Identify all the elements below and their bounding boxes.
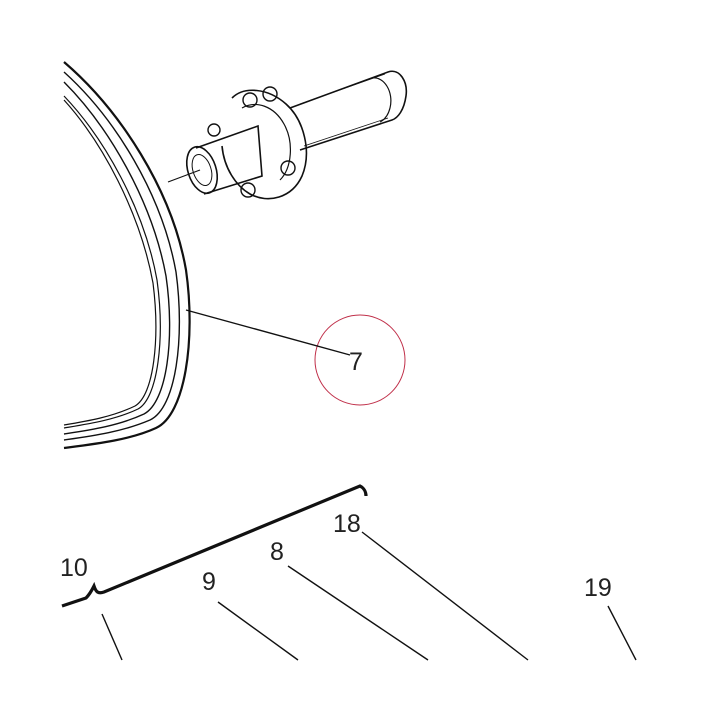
flat-strip-part <box>61 484 368 608</box>
leader-line-19 <box>607 605 637 661</box>
callout-18: 18 <box>333 510 361 538</box>
highlight-circle <box>314 314 406 406</box>
leader-line-18 <box>361 531 529 661</box>
callout-19: 19 <box>584 574 612 602</box>
callout-7: 7 <box>349 348 363 376</box>
leader-line-10 <box>101 613 123 661</box>
leader-line-9 <box>217 601 299 661</box>
leader-line-8 <box>287 565 429 661</box>
callout-8: 8 <box>270 538 284 566</box>
callout-10: 10 <box>60 554 88 582</box>
tire-rim <box>63 61 191 450</box>
leader-line-7 <box>185 309 351 356</box>
callout-9: 9 <box>202 568 216 596</box>
axle-hub-assembly <box>167 70 408 200</box>
